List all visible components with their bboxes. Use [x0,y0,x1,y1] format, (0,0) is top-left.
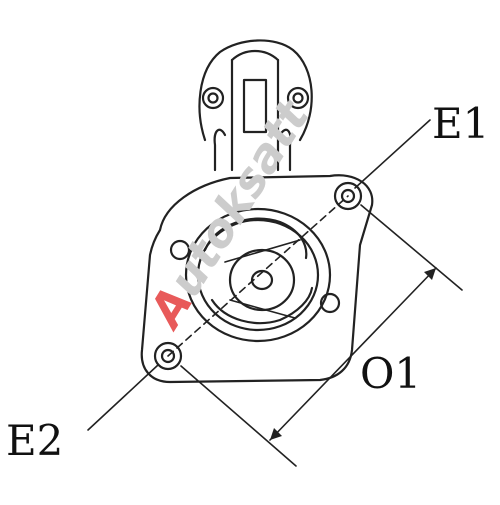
label-e1: E1 [432,99,489,148]
flange-hole-right [319,292,341,314]
pinion-gear [228,248,296,312]
mounting-flange [140,174,374,384]
dimension-o1 [167,195,463,467]
leader-e1 [354,119,431,189]
flange-hole-bottom-left [153,341,183,371]
solenoid-mount-hole-left [201,86,225,110]
watermark-logo: Autoksatt [137,89,321,338]
drive-end-housing [184,207,332,343]
label-e2: E2 [6,416,63,465]
leader-e2 [87,364,159,431]
svg-text:Autoksatt: Autoksatt [137,89,321,338]
shaft-center [250,269,274,291]
solenoid-mount-hole-right [286,86,310,110]
label-o1: O1 [360,349,421,398]
solenoid-terminal [242,78,268,134]
flange-hole-top-right [333,181,363,211]
flange-hole-left [169,239,191,261]
solenoid-housing [198,39,313,172]
